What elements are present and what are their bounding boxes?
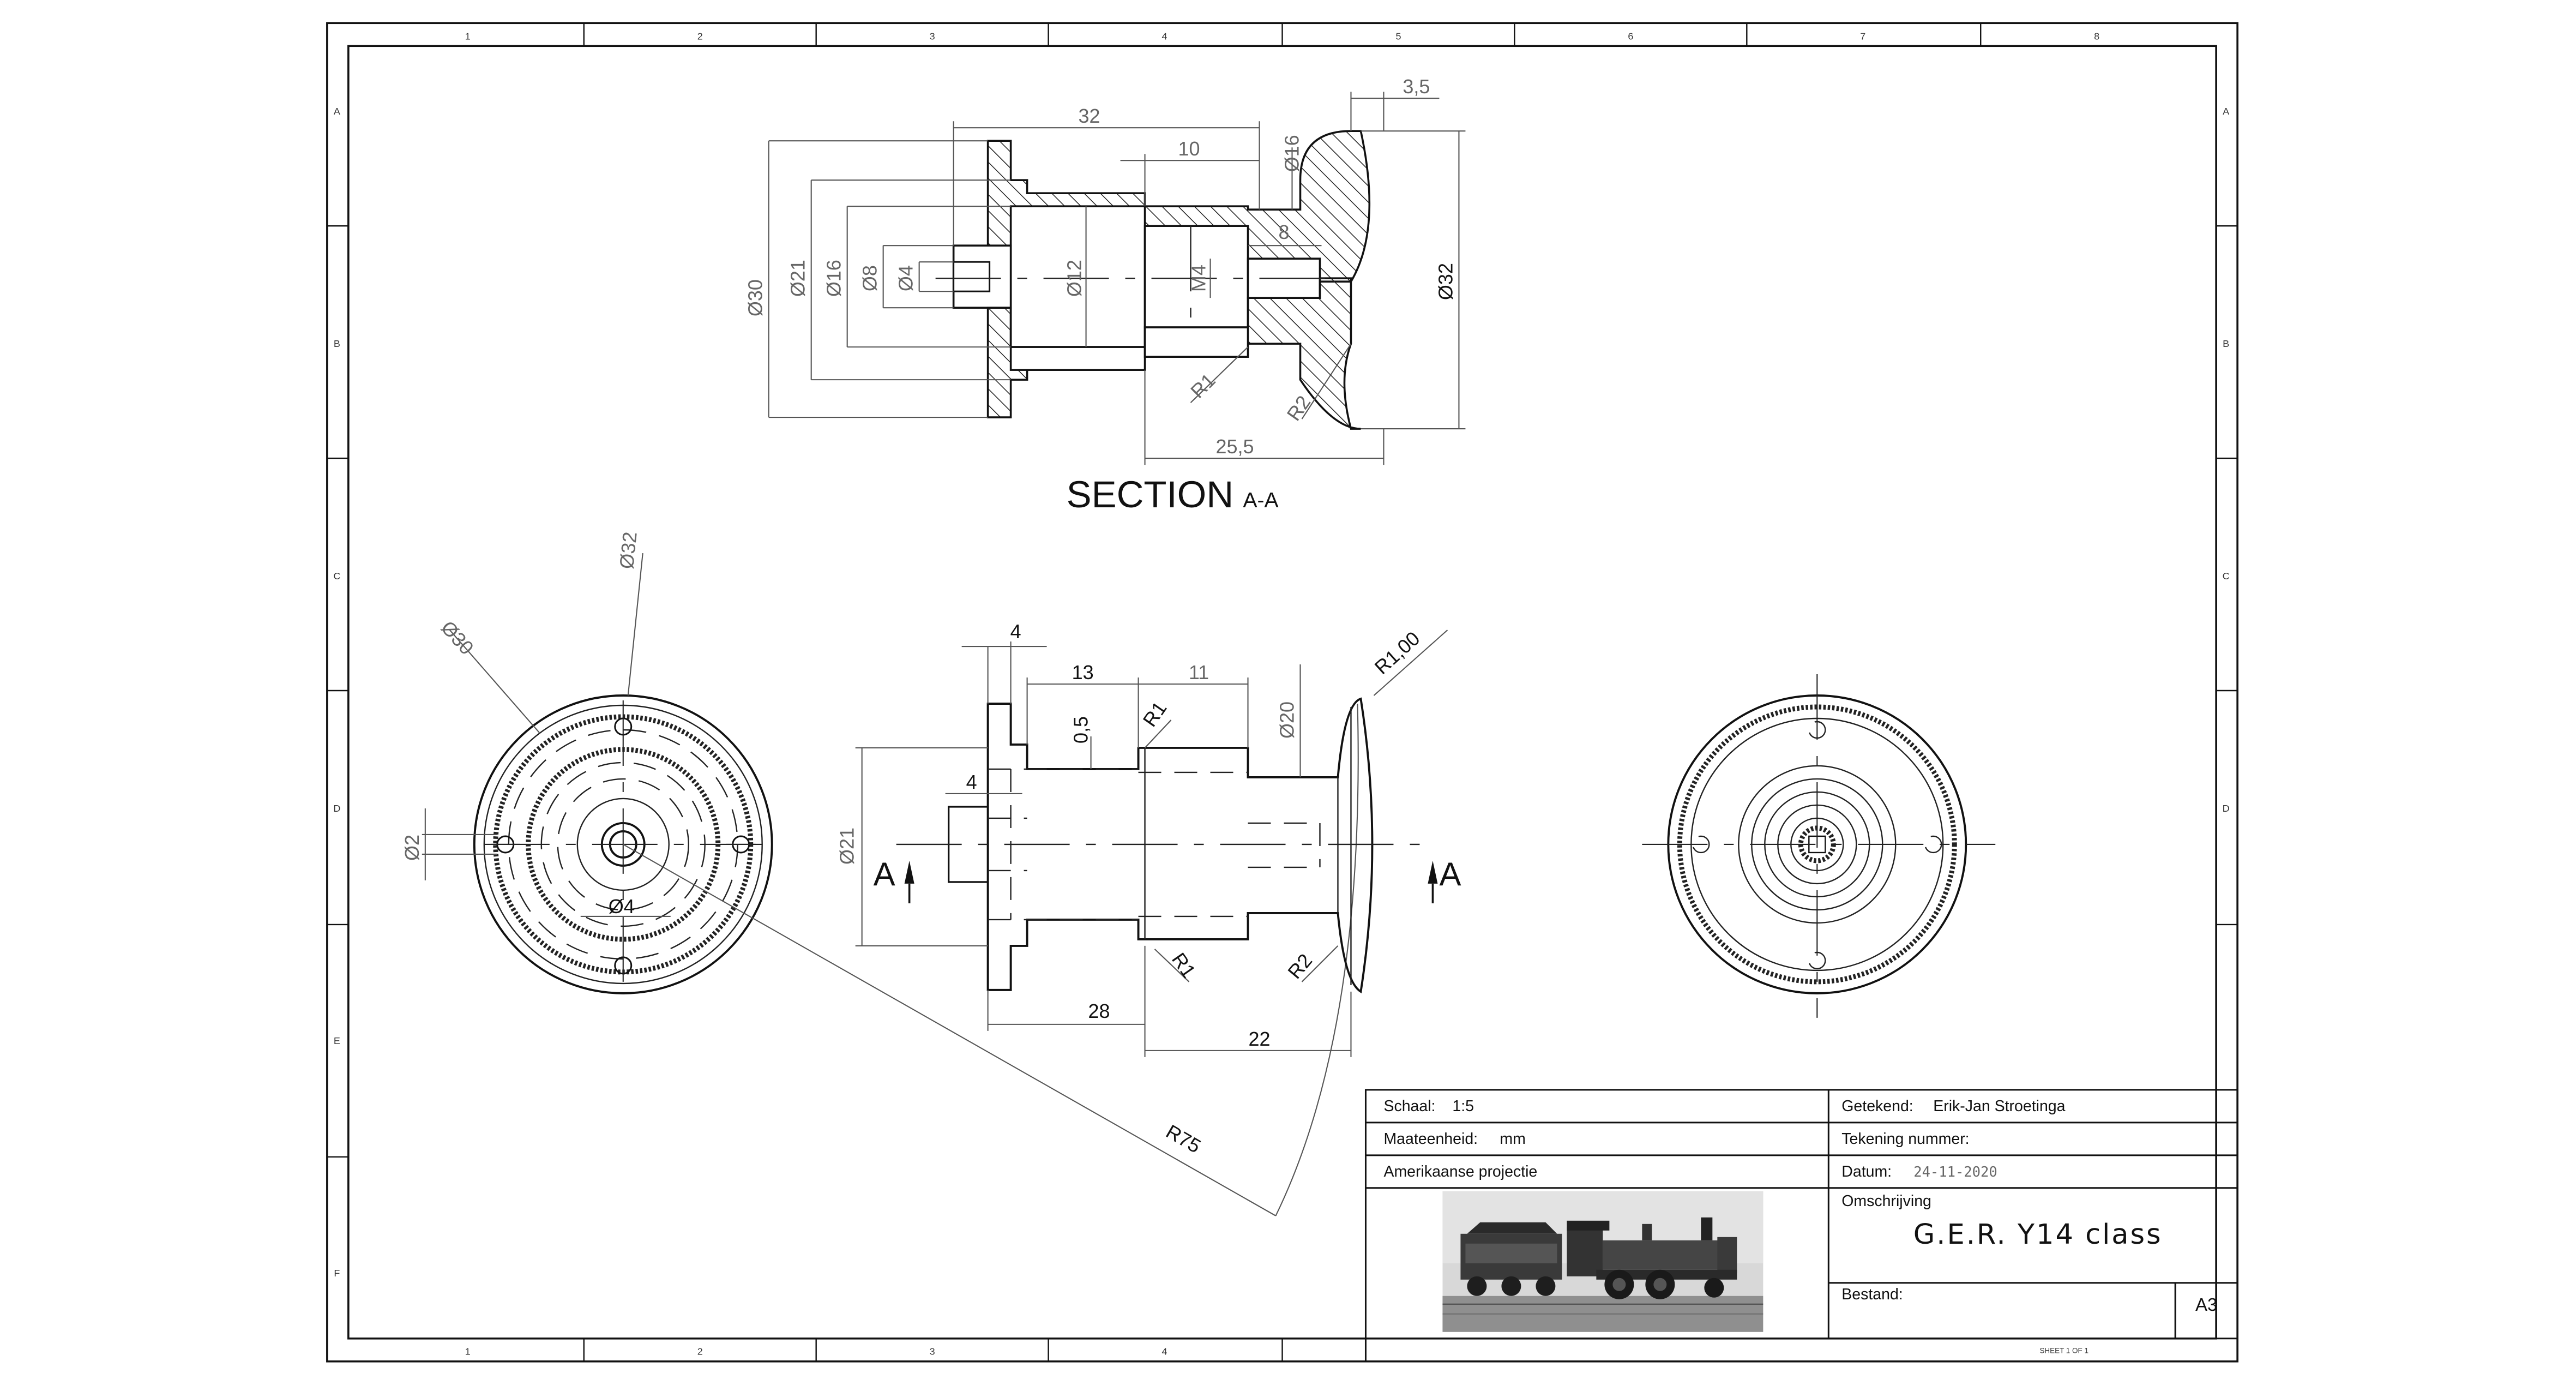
dim-side-0-5: 0,5 <box>1070 716 1092 744</box>
zone-col-2-bottom: 2 <box>697 1346 703 1357</box>
side-dimension-texts: 4 13 11 Ø20 R1,00 0,5 R1 4 Ø21 A A R1 R2… <box>836 620 1461 1158</box>
dim-dia30: Ø30 <box>744 279 767 316</box>
dim-side-dia20: Ø20 <box>1275 702 1298 739</box>
front-outer-circle <box>473 694 773 994</box>
section-title-suffix: A-A <box>1243 489 1279 512</box>
dim-dia32-right: Ø32 <box>1434 263 1456 300</box>
dim-side-r1-bottom: R1 <box>1167 949 1200 982</box>
dim-r2: R2 <box>1282 391 1315 424</box>
dim-side-22: 22 <box>1248 1028 1270 1050</box>
section-view: 3,5 32 10 Ø16 8 Ø30 Ø21 Ø16 Ø8 Ø4 Ø12 M4… <box>744 75 1466 515</box>
section-dimension-lines <box>768 92 1466 465</box>
dim-dia12: Ø12 <box>1063 260 1086 297</box>
zone-col-3-bottom: 3 <box>930 1346 935 1357</box>
dim-dia8: Ø8 <box>859 265 881 291</box>
section-bore-16 <box>1143 225 1249 328</box>
zone-col-4-bottom: 4 <box>1162 1346 1167 1357</box>
dim-dia21: Ø21 <box>787 260 809 297</box>
dim-dia16-top: Ø16 <box>1280 135 1303 172</box>
zone-col-5: 5 <box>1395 31 1401 41</box>
rear-view <box>1642 674 1996 1018</box>
tb-drawing-number-label: Tekening nummer: <box>1841 1130 1969 1148</box>
dim-10: 10 <box>1178 137 1200 160</box>
dim-side-28: 28 <box>1088 1000 1110 1022</box>
dim-side-4-left: 4 <box>966 771 977 793</box>
tb-drawn-value: Erik-Jan Stroetinga <box>1933 1098 2065 1115</box>
zone-col-1: 1 <box>465 31 471 41</box>
tb-scale-value: 1:5 <box>1452 1098 1474 1115</box>
title-block: Schaal: 1:5 Getekend: Erik-Jan Stroeting… <box>1364 1089 2238 1363</box>
zone-row-f: F <box>334 1268 340 1279</box>
dim-side-11: 11 <box>1189 661 1209 683</box>
zone-row-b-right: B <box>2223 338 2229 349</box>
dim-front-dia32: Ø32 <box>615 531 641 570</box>
zone-row-c: C <box>333 571 340 581</box>
tb-description-label: Omschrijving <box>1841 1192 1931 1210</box>
dim-3-5: 3,5 <box>1403 75 1430 98</box>
dim-side-dia21: Ø21 <box>836 828 858 865</box>
zone-dividers <box>327 23 2238 1362</box>
dim-25-5: 25,5 <box>1215 435 1254 458</box>
tb-description-value: G.E.R. Y14 class <box>1913 1219 2163 1251</box>
dim-front-dia4: Ø4 <box>609 895 635 918</box>
zone-row-d-right: D <box>2223 803 2230 814</box>
dim-dia16: Ø16 <box>823 260 845 297</box>
zone-col-1-bottom: 1 <box>465 1346 471 1357</box>
zone-row-c-right: C <box>2223 571 2230 581</box>
dim-side-4-top: 4 <box>1010 620 1021 643</box>
tb-unit-label: Maateenheid: <box>1383 1130 1478 1148</box>
zone-col-7: 7 <box>1860 31 1865 41</box>
tb-scale-label: Schaal: <box>1383 1098 1435 1115</box>
zone-row-b: B <box>334 338 340 349</box>
dim-dia4: Ø4 <box>895 265 917 291</box>
tb-unit-value: mm <box>1500 1130 1525 1148</box>
tb-sheet: SHEET 1 OF 1 <box>2039 1347 2089 1355</box>
section-title: SECTION <box>1067 473 1234 515</box>
dim-r1: R1 <box>1186 369 1220 403</box>
locomotive-photo <box>1442 1191 1764 1332</box>
tb-drawn-label: Getekend: <box>1841 1098 1913 1115</box>
dim-r75: R75 <box>1163 1120 1205 1158</box>
zone-row-d: D <box>333 803 340 814</box>
zone-labels: 1 2 3 4 5 6 7 8 1 2 3 4 A B C D E F A B … <box>333 31 2229 1357</box>
dim-side-r100: R1,00 <box>1370 627 1424 679</box>
dim-32: 32 <box>1079 105 1100 127</box>
side-outline <box>986 697 1374 994</box>
dim-side-r2-bottom: R2 <box>1283 949 1316 983</box>
tb-date-value: 24-11-2020 <box>1913 1164 1997 1180</box>
zone-row-e: E <box>334 1035 340 1046</box>
dim-m4: M4 <box>1188 265 1210 292</box>
tb-file-label: Bestand: <box>1841 1286 1903 1303</box>
zone-col-8: 8 <box>2094 31 2099 41</box>
zone-col-4: 4 <box>1162 31 1167 41</box>
section-marker-a-right: A <box>1439 856 1461 892</box>
zone-row-a: A <box>334 106 340 117</box>
tb-projection: Amerikaanse projectie <box>1383 1163 1537 1180</box>
section-dimension-texts: 3,5 32 10 Ø16 8 Ø30 Ø21 Ø16 Ø8 Ø4 Ø12 M4… <box>744 75 1457 458</box>
zone-row-a-right: A <box>2223 106 2229 117</box>
tb-date-label: Datum: <box>1841 1163 1892 1180</box>
dim-front-dia2: Ø2 <box>401 835 423 861</box>
zone-col-2: 2 <box>697 31 703 41</box>
section-bore-4 <box>953 261 991 292</box>
dim-front-dia30: Ø30 <box>437 616 478 659</box>
zone-col-3: 3 <box>930 31 935 41</box>
zone-col-6: 6 <box>1628 31 1633 41</box>
dim-side-13: 13 <box>1072 661 1094 683</box>
dim-8: 8 <box>1278 221 1289 243</box>
side-view: 4 13 11 Ø20 R1,00 0,5 R1 4 Ø21 A A R1 R2… <box>836 620 1461 1158</box>
tb-size: A3 <box>2195 1294 2217 1315</box>
section-marker-a-left: A <box>874 856 895 892</box>
